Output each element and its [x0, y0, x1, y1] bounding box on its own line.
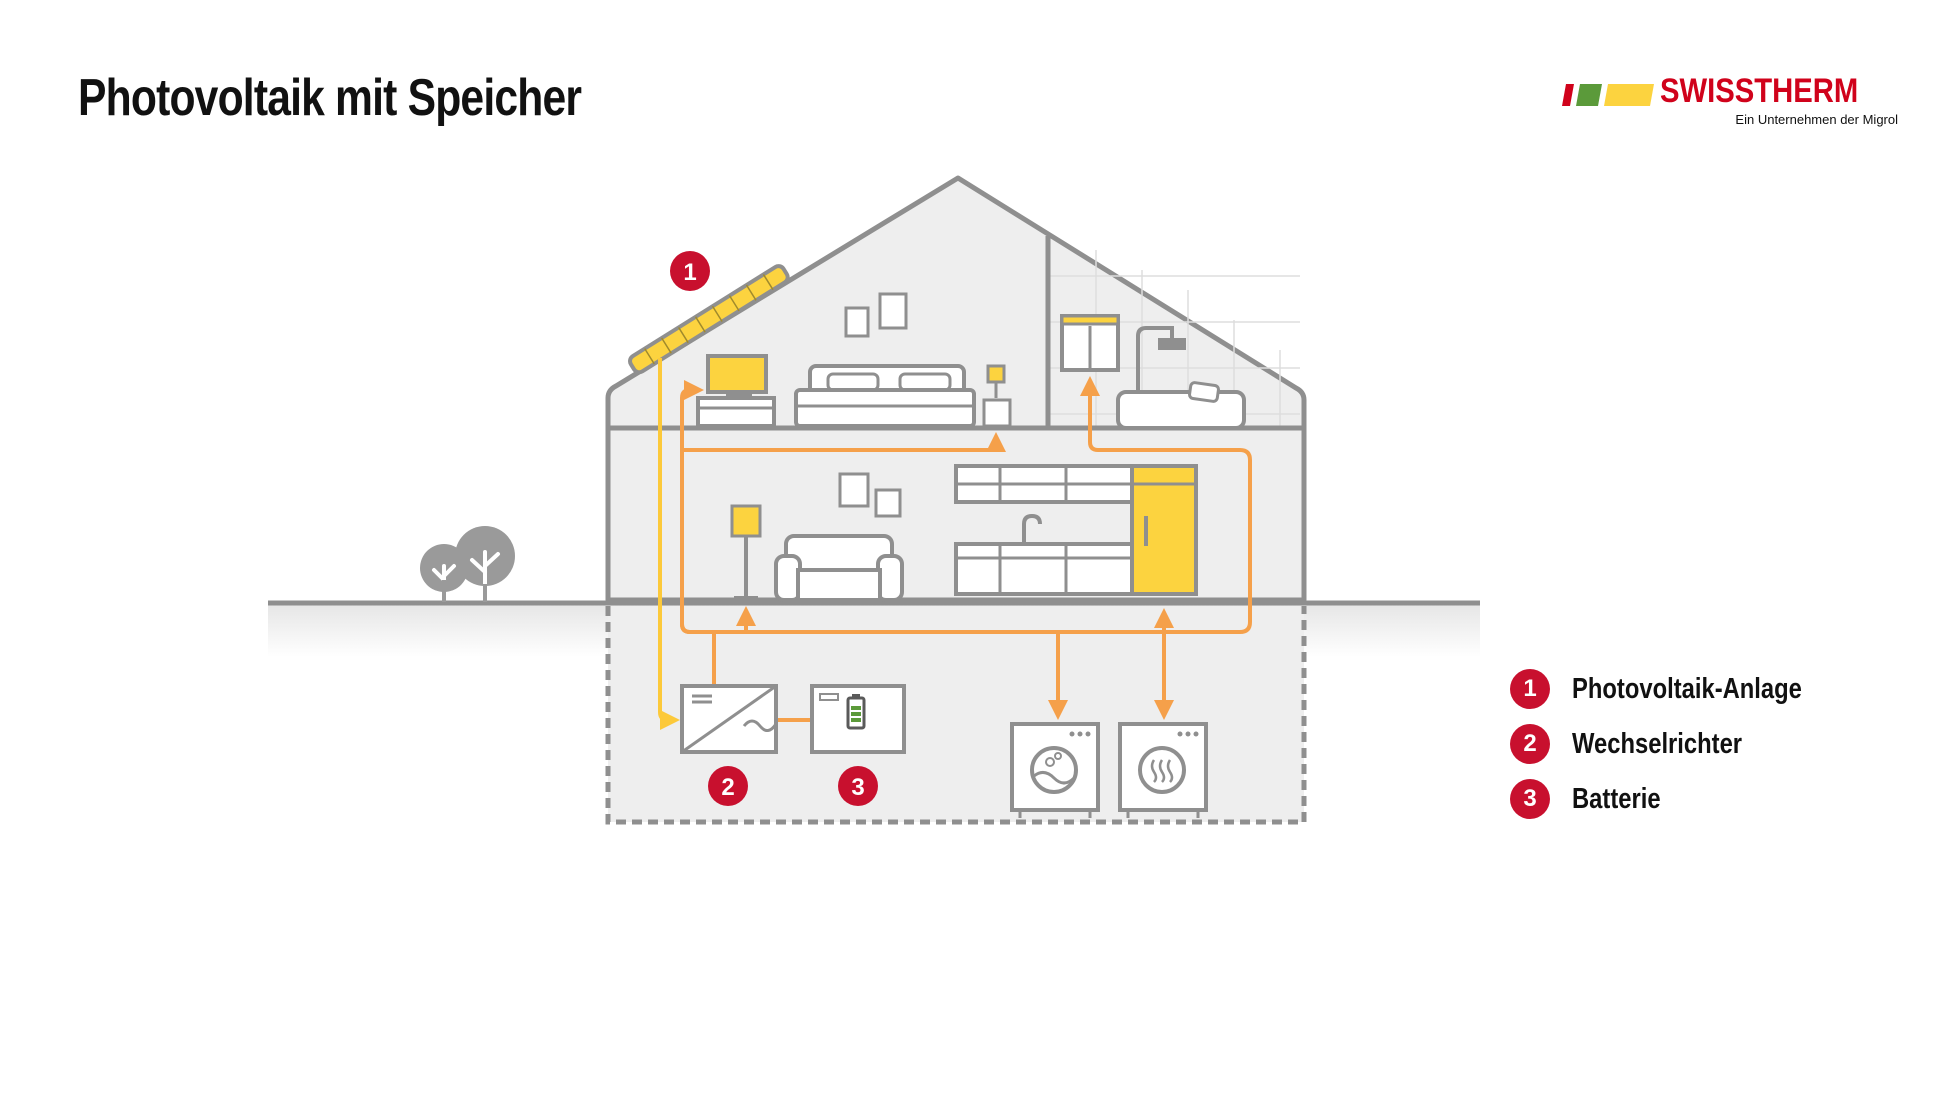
legend-number-badge: 2	[1510, 724, 1550, 764]
sofa-icon	[774, 534, 904, 602]
picture-frame-icon	[878, 292, 908, 330]
bed-icon	[794, 364, 976, 428]
legend-item-wechselrichter: 2 Wechselrichter	[1510, 723, 1852, 765]
washing-machine-icon	[1010, 722, 1100, 818]
marker-inverter: 2	[708, 766, 748, 806]
legend-number-badge: 1	[1510, 669, 1550, 709]
marker-solar-panel-label: 1	[683, 259, 696, 286]
legend-label: Batterie	[1572, 782, 1661, 815]
marker-battery: 3	[838, 766, 878, 806]
kitchen-icon	[954, 464, 1198, 596]
legend-number-badge: 3	[1510, 779, 1550, 819]
marker-inverter-label: 2	[721, 774, 734, 801]
marker-solar-panel: 1	[670, 251, 710, 291]
shower-icon	[1136, 326, 1186, 392]
brand-logo: SWISSTHERM Ein Unternehmen der Migrol	[1560, 72, 1900, 138]
battery-icon	[810, 684, 906, 754]
power-flow-lines	[680, 376, 1252, 722]
picture-frame-icon	[838, 472, 870, 508]
inverter-icon	[680, 684, 778, 754]
trees-icon	[420, 526, 515, 602]
page-title: Photovoltaik mit Speicher	[78, 69, 582, 127]
dryer-icon	[1118, 722, 1208, 818]
legend-item-batterie: 3 Batterie	[1510, 778, 1852, 820]
legend-label: Wechselrichter	[1572, 727, 1743, 760]
legend: 1 Photovoltaik-Anlage 2 Wechselrichter 3…	[1510, 668, 1852, 833]
brand-tagline: Ein Unternehmen der Migrol	[1735, 112, 1898, 127]
solar-feed-line	[658, 358, 680, 730]
floor-lamp-icon	[730, 504, 762, 600]
legend-label: Photovoltaik-Anlage	[1572, 672, 1802, 705]
marker-battery-label: 3	[851, 774, 864, 801]
nightstand-lamp-icon	[982, 364, 1012, 428]
bathroom-cabinet-icon	[1060, 314, 1120, 372]
tv-icon	[696, 354, 776, 428]
brand-name: SWISSTHERM	[1660, 72, 1859, 110]
brand-stripes-icon	[1562, 84, 1654, 106]
bathtub-icon	[1116, 381, 1246, 430]
picture-frame-icon	[844, 306, 870, 338]
picture-frame-icon	[874, 488, 902, 518]
legend-item-photovoltaik: 1 Photovoltaik-Anlage	[1510, 668, 1852, 710]
solar-panel-icon	[628, 264, 790, 375]
